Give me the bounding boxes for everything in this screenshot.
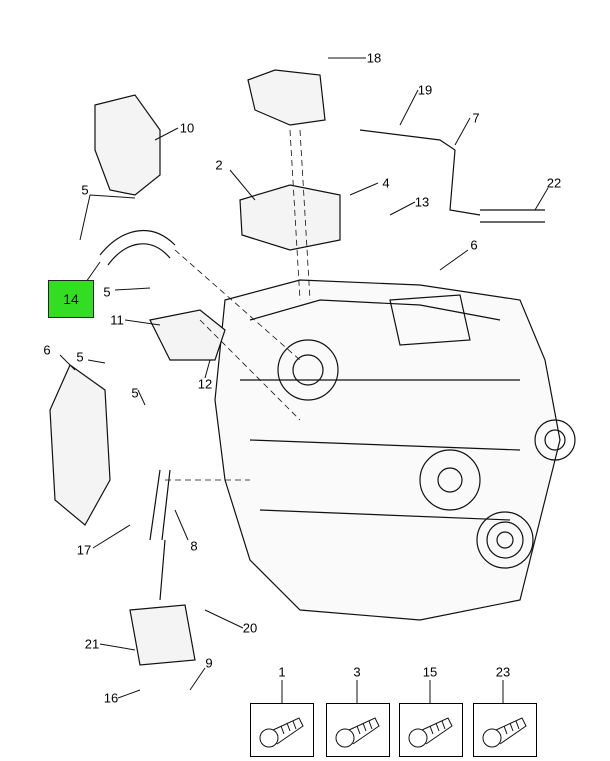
callout-14-highlighted[interactable]: 14 bbox=[48, 280, 94, 318]
callout-6[interactable]: 6 bbox=[470, 237, 478, 253]
callout-16[interactable]: 16 bbox=[103, 690, 119, 706]
callout-3[interactable]: 3 bbox=[353, 664, 361, 680]
callout-17[interactable]: 17 bbox=[76, 542, 92, 558]
callout-12[interactable]: 12 bbox=[197, 376, 213, 392]
callout-15[interactable]: 15 bbox=[422, 664, 438, 680]
callout-5[interactable]: 5 bbox=[103, 284, 111, 300]
bolt-1-box bbox=[250, 703, 314, 757]
callout-6[interactable]: 6 bbox=[43, 342, 51, 358]
callout-8[interactable]: 8 bbox=[190, 538, 198, 554]
bolt-icon bbox=[482, 717, 527, 748]
callout-22[interactable]: 22 bbox=[546, 175, 562, 191]
callout-21[interactable]: 21 bbox=[84, 636, 100, 652]
bolt-icon bbox=[335, 717, 380, 748]
callout-14-label: 14 bbox=[63, 291, 79, 307]
bolt-15-box bbox=[399, 703, 463, 757]
callout-7[interactable]: 7 bbox=[472, 110, 480, 126]
callout-23[interactable]: 23 bbox=[495, 664, 511, 680]
callout-4[interactable]: 4 bbox=[382, 175, 390, 191]
callout-18[interactable]: 18 bbox=[366, 50, 382, 66]
callout-19[interactable]: 19 bbox=[417, 82, 433, 98]
callout-10[interactable]: 10 bbox=[179, 120, 195, 136]
callout-2[interactable]: 2 bbox=[215, 157, 223, 173]
callout-5[interactable]: 5 bbox=[131, 385, 139, 401]
callout-20[interactable]: 20 bbox=[242, 620, 258, 636]
callout-9[interactable]: 9 bbox=[205, 655, 213, 671]
callout-13[interactable]: 13 bbox=[414, 194, 430, 210]
callout-5[interactable]: 5 bbox=[76, 349, 84, 365]
bolt-3-box bbox=[326, 703, 390, 757]
bolt-icon bbox=[408, 717, 453, 748]
callout-5[interactable]: 5 bbox=[81, 182, 89, 198]
callout-1[interactable]: 1 bbox=[278, 664, 286, 680]
bolt-icon bbox=[259, 717, 304, 748]
bolt-23-box bbox=[473, 703, 537, 757]
callout-11[interactable]: 11 bbox=[110, 312, 124, 328]
